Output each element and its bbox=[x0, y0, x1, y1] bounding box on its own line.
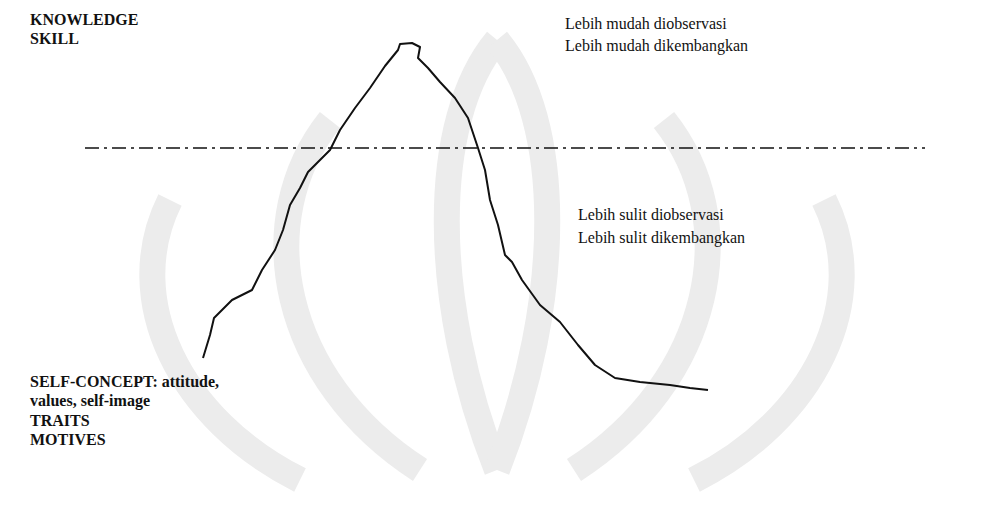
competency-label: TRAITS bbox=[30, 411, 90, 430]
watermark-leaf bbox=[574, 120, 708, 470]
competency-label: SKILL bbox=[30, 29, 79, 48]
note-text: Lebih mudah dikembangkan bbox=[565, 36, 748, 55]
competency-label: MOTIVES bbox=[30, 430, 106, 449]
competency-label: SELF-CONCEPT: attitude, values, self-ima… bbox=[30, 372, 260, 410]
watermark-leaf bbox=[447, 40, 497, 470]
watermark bbox=[152, 40, 841, 480]
note-text: Lebih mudah diobservasi bbox=[565, 14, 727, 33]
note-text: Lebih sulit dikembangkan bbox=[578, 228, 745, 247]
note-text: Lebih sulit diobservasi bbox=[578, 205, 724, 224]
competency-label: KNOWLEDGE bbox=[30, 10, 138, 29]
waterline bbox=[85, 147, 925, 149]
watermark-leaf bbox=[286, 120, 420, 470]
